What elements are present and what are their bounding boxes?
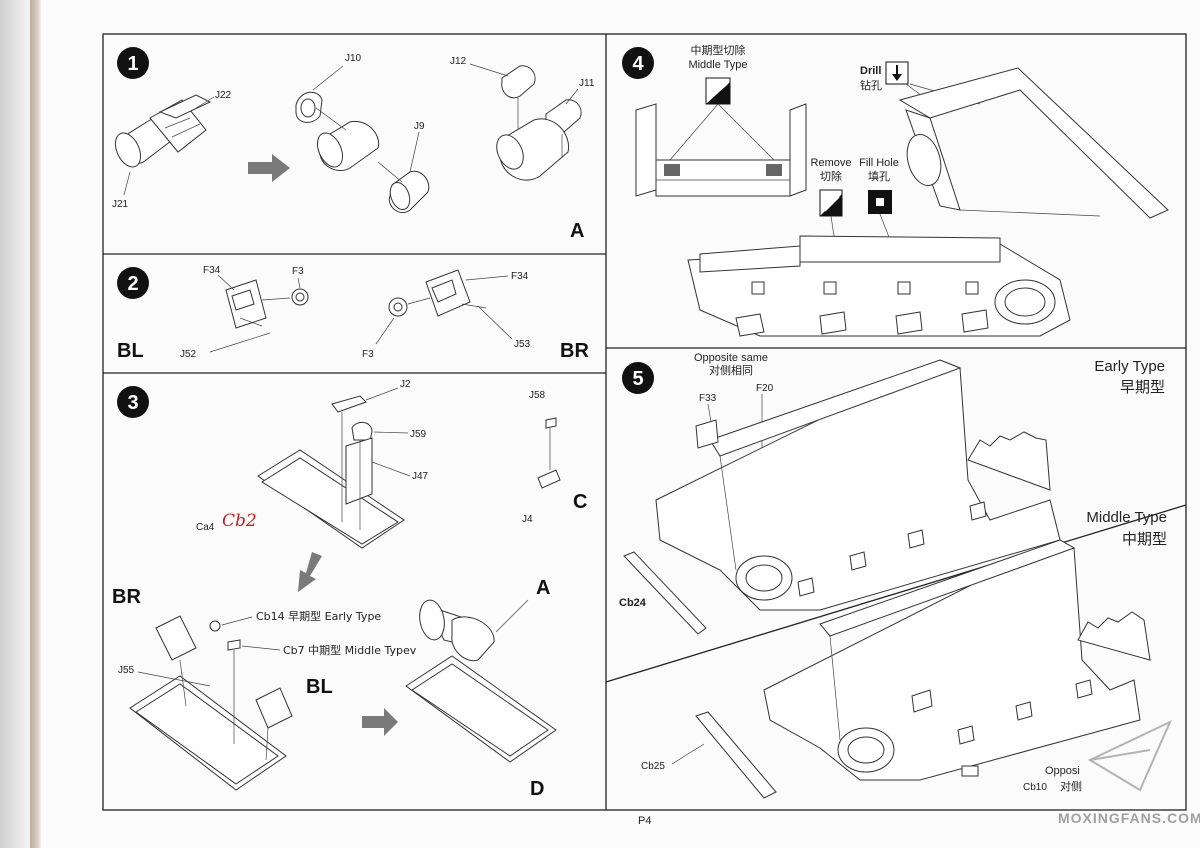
part-label-cb10: Cb10: [1023, 782, 1047, 793]
step-3-right-arrow-icon: [362, 708, 398, 736]
paper-plane-logo-icon: [1087, 719, 1173, 792]
step-4-badge: [622, 47, 654, 79]
step-2: 2 F34 F3 J52 BL F34 F3 J53 BR: [117, 265, 589, 362]
cut-icon-middle: [705, 77, 731, 105]
step-2-label-bl: BL: [117, 340, 144, 362]
step-3-badge: [117, 386, 149, 418]
fill-hole-label-cn: 填孔: [868, 169, 890, 183]
step-3-down-arrow-icon: [298, 552, 322, 592]
step-2-badge: [117, 267, 149, 299]
page-number: P4: [638, 815, 651, 827]
watermark-text: MOXINGFANS.COM: [1058, 810, 1200, 826]
part-label-j58: J58: [529, 390, 546, 401]
opposite-same-cn: 对侧相同: [709, 363, 753, 377]
part-label-j55: J55: [118, 665, 135, 676]
part-label-f34-right: F34: [511, 271, 529, 282]
part-label-f33: F33: [699, 393, 717, 404]
step-1-sublabel-a: A: [570, 220, 584, 242]
hull-floor-assembled: [405, 599, 557, 763]
step-3-label-br: BR: [112, 586, 141, 608]
cut-icon-remove: [819, 189, 843, 217]
remove-label-en: Remove: [811, 157, 852, 169]
hull-side-view: [687, 235, 1071, 337]
step-3-label-a: A: [536, 577, 550, 599]
muffler-assembly-2: [295, 91, 430, 214]
step-4-number: 4: [632, 53, 644, 75]
part-label-f34-left: F34: [203, 265, 221, 276]
hull-early-type: [655, 359, 1061, 611]
early-type-en: Early Type: [1094, 358, 1165, 375]
part-label-f3-right: F3: [362, 349, 374, 360]
part-label-cb25: Cb25: [641, 761, 665, 772]
part-label-ca4: Ca4: [196, 522, 215, 533]
plate-cb24: [623, 551, 707, 635]
middle-type-cn-5: 中期型: [1122, 530, 1167, 548]
step-2-number: 2: [127, 273, 138, 295]
step-3-number: 3: [127, 392, 138, 414]
part-label-j21: J21: [112, 199, 129, 210]
fill-hole-label-en: Fill Hole: [859, 157, 899, 169]
step-3-sublabel-d: D: [530, 778, 544, 800]
step-4: 4 中期型切除 Middle Type Drill 钻孔: [622, 43, 1169, 337]
panel-grid: [102, 33, 1187, 811]
part-label-j10: J10: [345, 53, 362, 64]
handwritten-note: Cb2: [222, 511, 257, 531]
step-5-number: 5: [632, 368, 643, 390]
part-label-j2: J2: [400, 379, 411, 390]
middle-type-en: Middle Type: [688, 59, 747, 71]
middle-type-en-5: Middle Type: [1086, 509, 1167, 526]
part-label-j59: J59: [410, 429, 427, 440]
part-label-j4: J4: [522, 514, 533, 525]
part-label-f20: F20: [756, 383, 774, 394]
bogie-left: [225, 279, 309, 329]
hull-floor-bottom: [129, 615, 293, 791]
callout-cb14: Cb14 早期型 Early Type: [256, 609, 381, 623]
part-label-j12: J12: [450, 56, 467, 67]
opposite-cut-cn: 对侧: [1060, 779, 1082, 793]
part-label-cb24: Cb24: [619, 597, 647, 609]
fill-hole-icon: [868, 190, 892, 214]
early-type-cn: 早期型: [1120, 378, 1165, 396]
part-label-j52: J52: [180, 349, 197, 360]
step-2-label-br: BR: [560, 340, 589, 362]
drill-label-cn: 钻孔: [860, 78, 882, 92]
step-1: 1 J22 J21 J10 J9: [112, 47, 595, 242]
muffler-assembly-3: [496, 65, 582, 181]
plate-cb25: [695, 711, 777, 799]
step-1-number: 1: [127, 53, 138, 75]
part-label-j11: J11: [579, 78, 595, 89]
drill-icon: [885, 61, 909, 85]
bracket-c: [537, 417, 561, 489]
page-edge-binding: [30, 0, 42, 848]
part-label-j22: J22: [215, 90, 232, 101]
part-cb10: [961, 765, 979, 777]
bogie-right: [388, 269, 487, 317]
step-3: 3 J2 J59 J47 Ca4 Cb2 J58 J4 C: [112, 379, 587, 800]
hull-middle-type: [763, 539, 1151, 781]
part-label-j47: J47: [412, 471, 429, 482]
remove-label-cn: 切除: [820, 169, 842, 183]
step-1-badge: [117, 47, 149, 79]
hull-floor-top: [257, 395, 405, 549]
step-3-sublabel-c: C: [573, 491, 587, 513]
step-5-badge: [622, 362, 654, 394]
hull-front-section: [898, 67, 1169, 219]
page-edge-shadow: [0, 0, 30, 848]
part-label-j9: J9: [414, 121, 425, 132]
opposite-cut-en: Opposi: [1045, 765, 1080, 777]
part-label-f3-left: F3: [292, 266, 304, 277]
opposite-same-en: Opposite same: [694, 352, 768, 364]
callout-cb7: Cb7 中期型 Middle Typev: [283, 643, 417, 657]
muffler-assembly-1: [114, 94, 212, 168]
rear-panel: [635, 103, 807, 197]
drill-label-en: Drill: [860, 65, 881, 77]
step-3-label-bl: BL: [306, 676, 333, 698]
step-arrow-icon: [248, 154, 290, 182]
step-5: 5 Early Type 早期型 Opposite same 对侧相同 F33 …: [619, 352, 1167, 799]
middle-type-cn: 中期型切除: [691, 43, 746, 57]
part-label-j53: J53: [514, 339, 531, 350]
watermark: MOXINGFANS.COM: [1058, 719, 1200, 826]
